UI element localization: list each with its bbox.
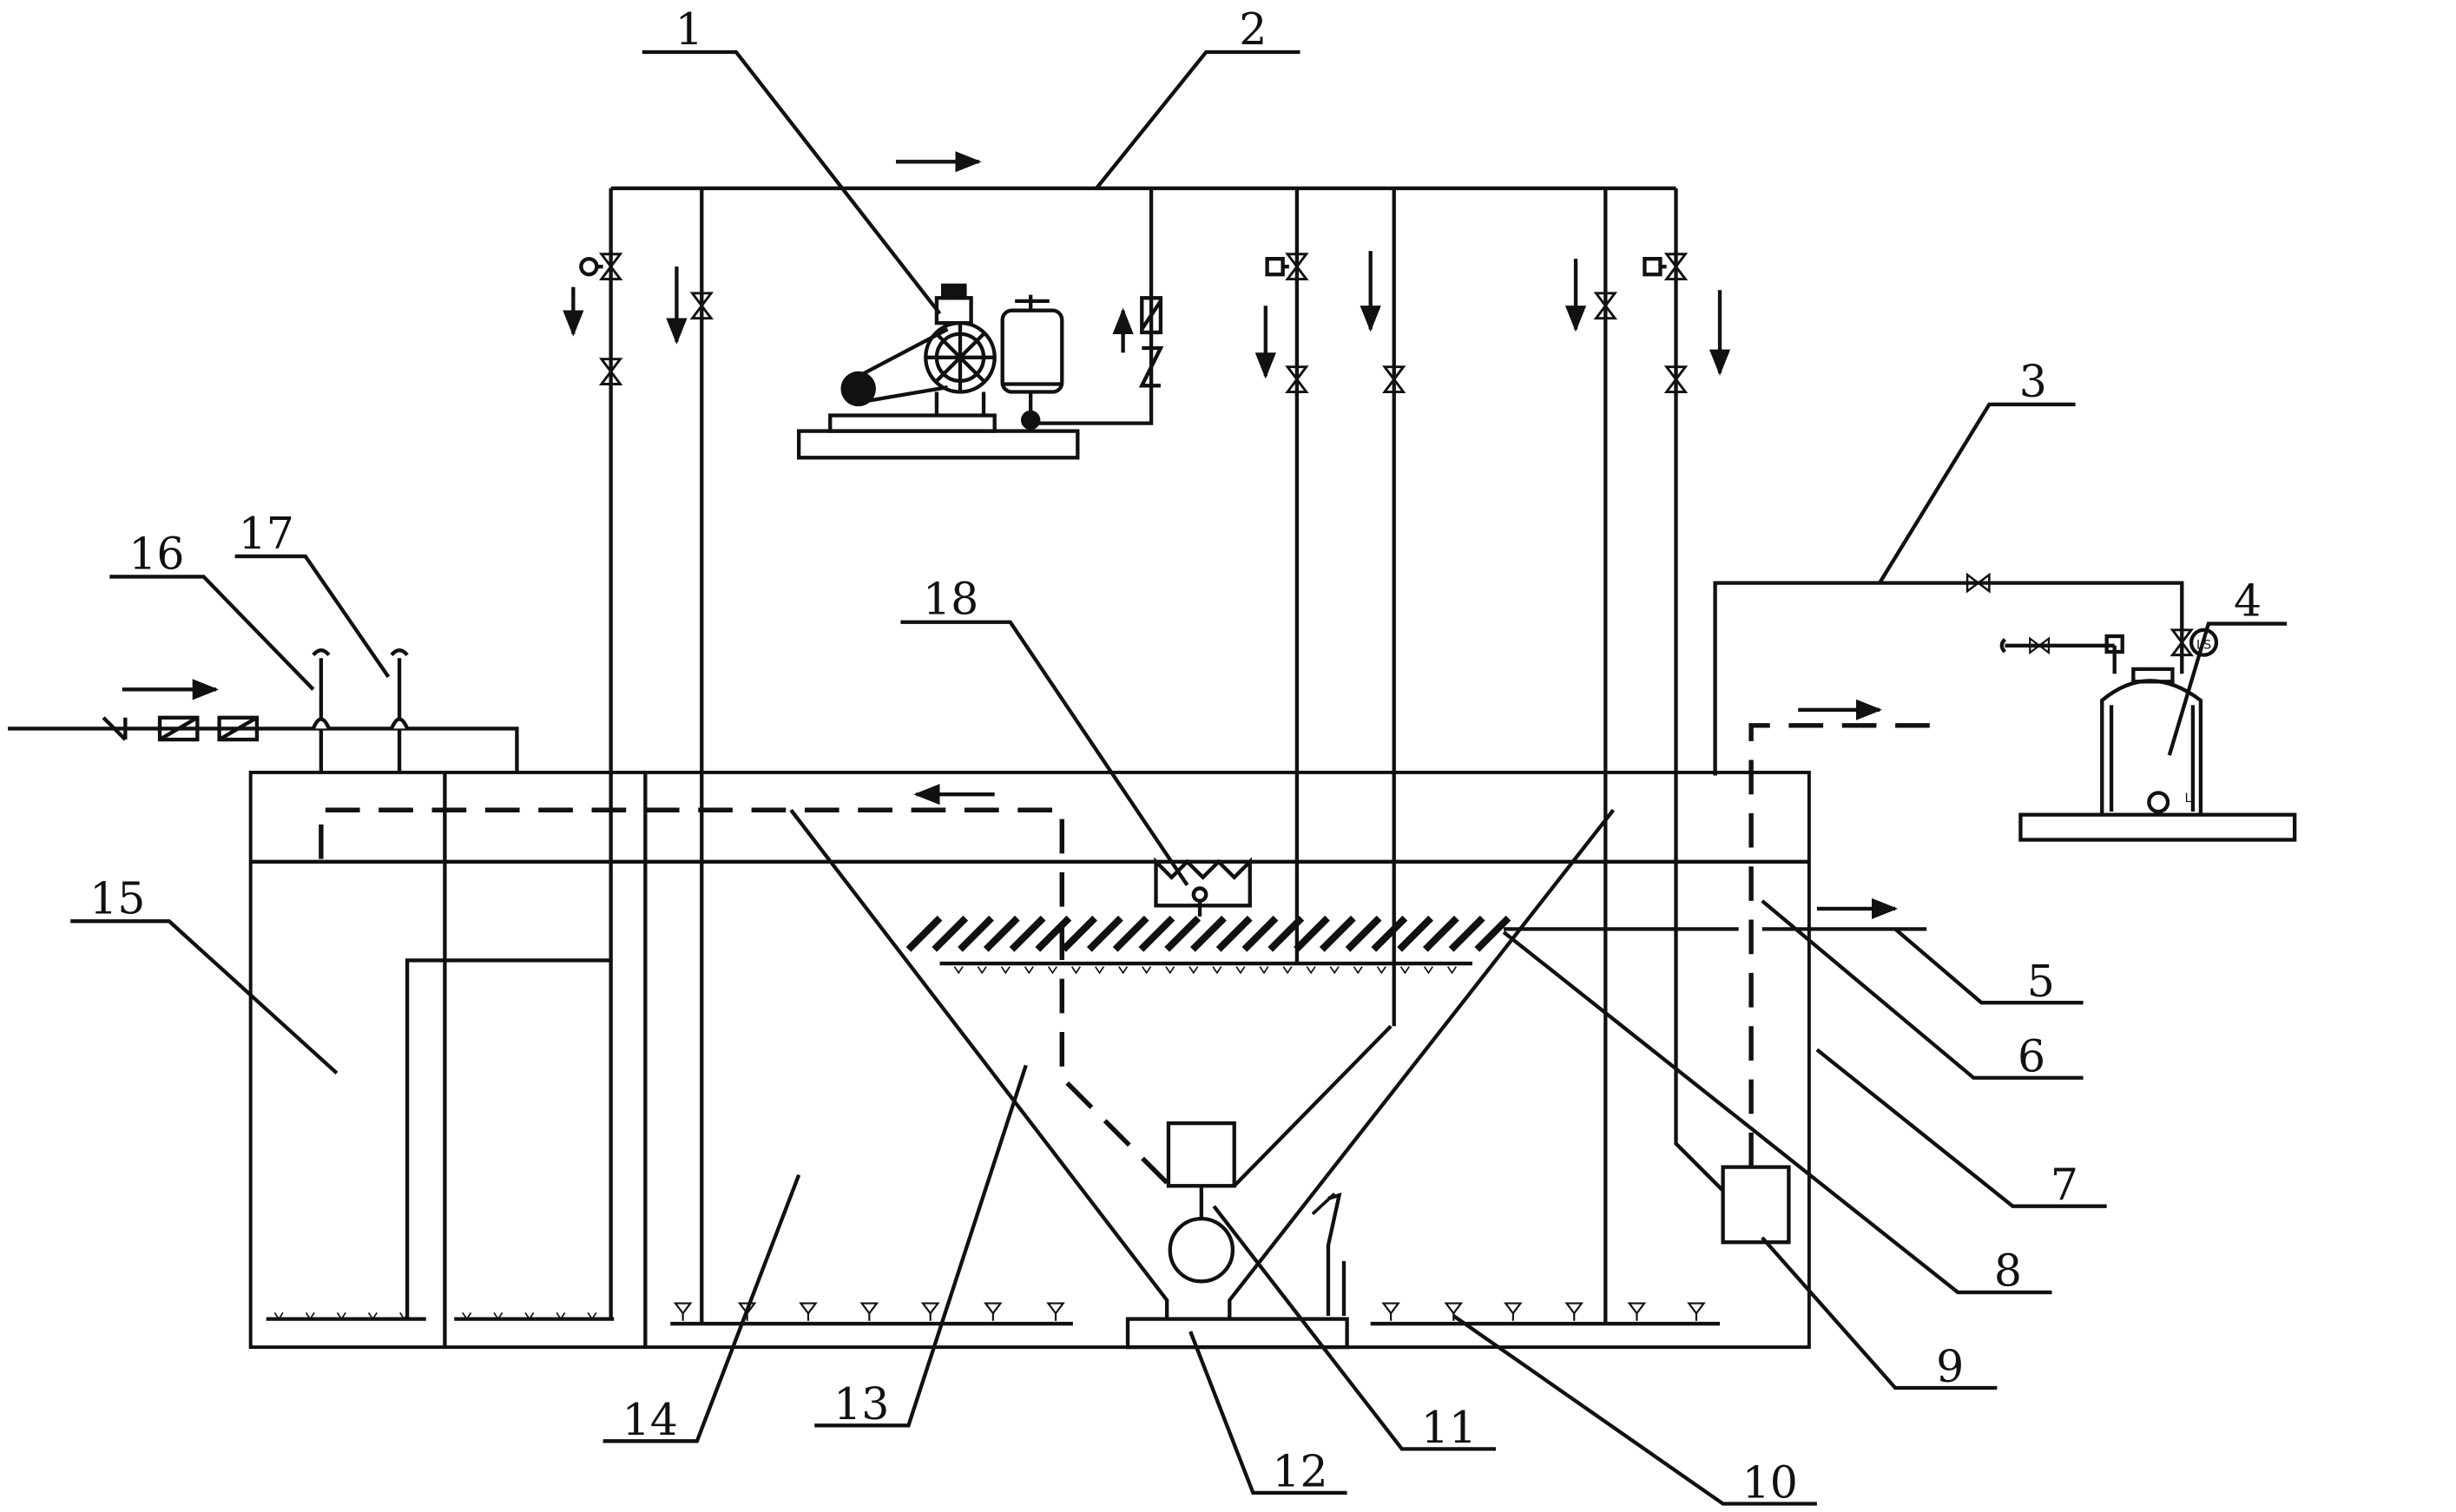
label-18: 18 xyxy=(923,574,978,625)
air-drops xyxy=(609,187,1725,1325)
inclined-plate xyxy=(1448,915,1485,952)
plate-diffuser xyxy=(1212,965,1222,974)
inclined-plate xyxy=(1190,915,1227,952)
leader-lines xyxy=(70,49,2288,1506)
diffuser-head xyxy=(1688,1302,1705,1322)
flow-arrows-down xyxy=(563,251,1731,379)
plate-diffuser xyxy=(1142,965,1152,974)
inclined-plate xyxy=(905,915,943,952)
plate-diffuser xyxy=(1070,965,1082,974)
plate-diffuser xyxy=(1047,965,1058,974)
plate-diffuser xyxy=(1353,965,1363,974)
label-12: 12 xyxy=(1272,1446,1327,1497)
inclined-plate xyxy=(1086,915,1123,952)
inclined-plate xyxy=(1164,915,1202,952)
label-5: 5 xyxy=(2027,956,2055,1007)
plate-diffuser xyxy=(1165,965,1175,974)
diffuser-head xyxy=(1565,1302,1583,1322)
inclined-plate xyxy=(1422,915,1459,952)
inclined-plate xyxy=(983,915,1020,952)
diffuser-head xyxy=(1628,1302,1646,1322)
inclined-plate xyxy=(1371,915,1408,952)
label-10: 10 xyxy=(1742,1456,1798,1508)
inclined-plate xyxy=(1138,915,1175,952)
diffuser-head xyxy=(1505,1302,1522,1322)
elbow-pipe xyxy=(1326,1193,1347,1317)
dosing-line: LS xyxy=(1713,573,2219,776)
plate-diffuser xyxy=(977,965,987,974)
inclined-plate xyxy=(1112,915,1149,952)
label-17: 17 xyxy=(239,508,294,559)
skimmer-collector xyxy=(1154,857,1252,917)
inclined-plate xyxy=(1397,915,1434,952)
plate-diffuser xyxy=(953,965,964,974)
submerged-pump xyxy=(1166,1024,1393,1284)
hopper-cone xyxy=(789,808,1616,1350)
plate-diffuser xyxy=(1259,965,1269,974)
right-riser-dashed xyxy=(1748,699,1935,1167)
bottom-diffusers xyxy=(266,1317,1721,1326)
dosing-tank: L xyxy=(1999,634,2297,842)
plate-diffuser xyxy=(1306,965,1316,974)
inclined-plate xyxy=(1061,915,1098,952)
level-mark-label: L xyxy=(2184,792,2191,805)
label-2: 2 xyxy=(1239,3,1267,55)
plate-diffuser xyxy=(1000,965,1011,974)
plate-diffuser xyxy=(1446,965,1458,974)
sludge-return-dashed xyxy=(319,784,1169,1185)
inclined-plates xyxy=(905,915,1511,952)
inclined-plate xyxy=(1215,915,1253,952)
level-box xyxy=(1721,1165,1791,1245)
outlet-pipe xyxy=(1504,897,1927,931)
label-11: 11 xyxy=(1421,1402,1477,1453)
diffuser-head xyxy=(921,1302,939,1322)
inclined-plate xyxy=(1241,915,1279,952)
diffuser-head xyxy=(984,1302,1002,1322)
label-13: 13 xyxy=(833,1378,889,1430)
diffuser-head xyxy=(1382,1302,1399,1322)
plate-diffuser xyxy=(1117,965,1129,974)
label-1: 1 xyxy=(675,3,703,55)
plate-diffuser xyxy=(1024,965,1035,974)
inclined-plate xyxy=(1294,915,1330,952)
callout-labels: 1 2 3 4 5 6 7 8 9 10 11 12 13 14 15 16 1… xyxy=(89,3,2262,1508)
inclined-plate xyxy=(932,915,969,952)
plate-diffuser xyxy=(1399,965,1411,974)
discharge-check-valve xyxy=(1138,296,1164,388)
air-compressor xyxy=(796,283,1080,460)
label-7: 7 xyxy=(2051,1159,2078,1210)
air-header-2 xyxy=(610,151,1676,191)
diffuser-head xyxy=(860,1302,879,1322)
label-16: 16 xyxy=(128,528,184,579)
label-8: 8 xyxy=(1994,1246,2022,1297)
left-diffuser-pipe xyxy=(405,958,611,1319)
plate-diffuser xyxy=(1235,965,1246,974)
plate-diffuser xyxy=(1282,965,1293,974)
plate-diffuser xyxy=(1094,965,1105,974)
diffuser-head xyxy=(1047,1302,1064,1322)
actuators xyxy=(579,256,1667,277)
label-3: 3 xyxy=(2019,356,2047,407)
label-15: 15 xyxy=(89,872,145,924)
plate-diffuser xyxy=(1329,965,1340,974)
diffuser-head xyxy=(674,1302,692,1322)
plate-diffuser xyxy=(1188,965,1199,974)
inclined-plate xyxy=(1474,915,1511,952)
inclined-plate xyxy=(958,915,994,952)
inlet-pipe xyxy=(8,648,519,772)
label-4: 4 xyxy=(2234,575,2262,627)
inclined-plate xyxy=(1345,915,1382,952)
inclined-plate xyxy=(1319,915,1356,952)
plate-diffusers xyxy=(953,965,1458,974)
label-6: 6 xyxy=(2018,1031,2045,1082)
plate-diffuser xyxy=(1376,965,1386,974)
plate-diffuser xyxy=(1423,965,1434,974)
inclined-plate xyxy=(1009,915,1046,952)
main-tank xyxy=(248,770,1811,1350)
label-9: 9 xyxy=(1936,1341,1964,1392)
label-14: 14 xyxy=(622,1394,678,1445)
diffuser-head xyxy=(800,1302,817,1322)
inclined-plate xyxy=(1035,915,1072,952)
